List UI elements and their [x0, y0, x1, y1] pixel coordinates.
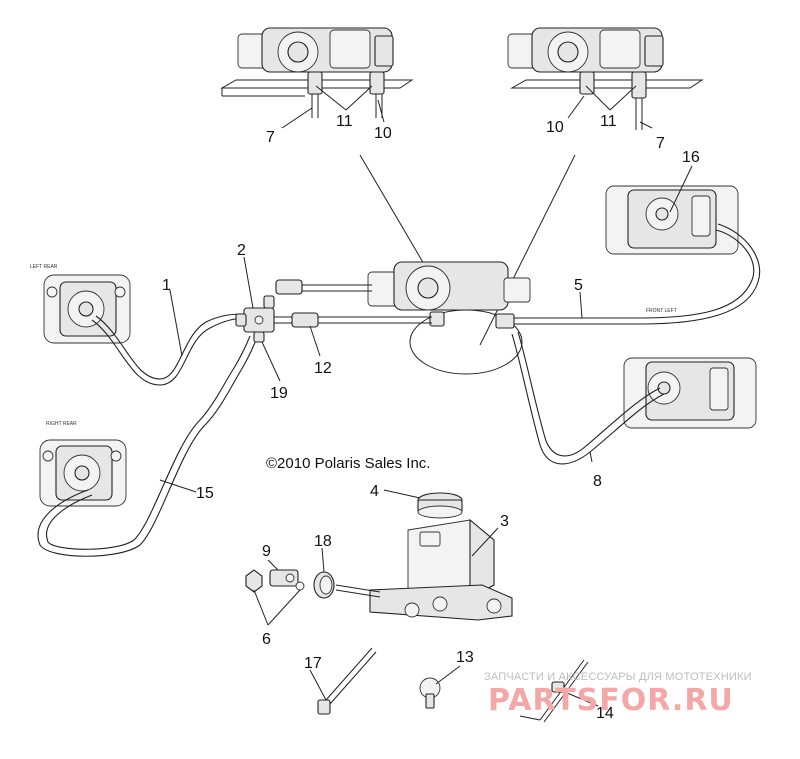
callout-4: 4 [370, 483, 379, 500]
hose-fitting [419, 677, 441, 709]
top-left-detail-view [220, 27, 414, 118]
caliper-front-left [605, 185, 739, 255]
callout-7-left: 7 [266, 129, 275, 146]
caliper-right-rear [39, 439, 127, 507]
clevis-and-nut [245, 569, 305, 593]
callout-17: 17 [304, 655, 322, 672]
callout-10-right: 10 [546, 119, 564, 136]
copyright-notice: ©2010 Polaris Sales Inc. [266, 455, 430, 472]
leader-lines [159, 85, 693, 707]
callout-7-right: 7 [656, 135, 665, 152]
callout-2: 2 [237, 242, 246, 259]
callout-5: 5 [574, 277, 583, 294]
label-right-rear: RIGHT REAR [46, 421, 77, 427]
watermark-brand: PARTSFOR.RU [488, 683, 734, 718]
reservoir-cap [417, 492, 463, 519]
callout-11-left: 11 [336, 113, 353, 130]
callout-6: 6 [262, 631, 271, 648]
label-left-rear: LEFT REAR [30, 264, 58, 270]
watermark-subtitle: ЗАПЧАСТИ И АКСЕССУАРЫ ДЛЯ МОТОТЕХНИКИ [484, 671, 752, 683]
top-right-detail-view [507, 27, 704, 130]
callout-15: 15 [196, 485, 214, 502]
caliper-front-right [623, 357, 757, 429]
callout-16: 16 [682, 149, 700, 166]
callout-8: 8 [593, 473, 602, 490]
callout-19: 19 [270, 385, 288, 402]
callout-12: 12 [314, 360, 332, 377]
callout-14: 14 [596, 705, 614, 722]
label-front-left: FRONT LEFT [646, 308, 677, 314]
cable-tie [317, 647, 377, 715]
callout-3: 3 [500, 513, 509, 530]
callout-18: 18 [314, 533, 332, 550]
callout-1: 1 [162, 277, 171, 294]
callout-11-right: 11 [600, 113, 617, 130]
master-cylinder-assembly [367, 261, 531, 329]
callout-13: 13 [456, 649, 474, 666]
callout-10-left: 10 [374, 125, 392, 142]
callout-9: 9 [262, 543, 271, 560]
brake-tee-block [235, 295, 275, 343]
pushrod-boot [313, 571, 335, 599]
caliper-left-rear [43, 274, 131, 344]
